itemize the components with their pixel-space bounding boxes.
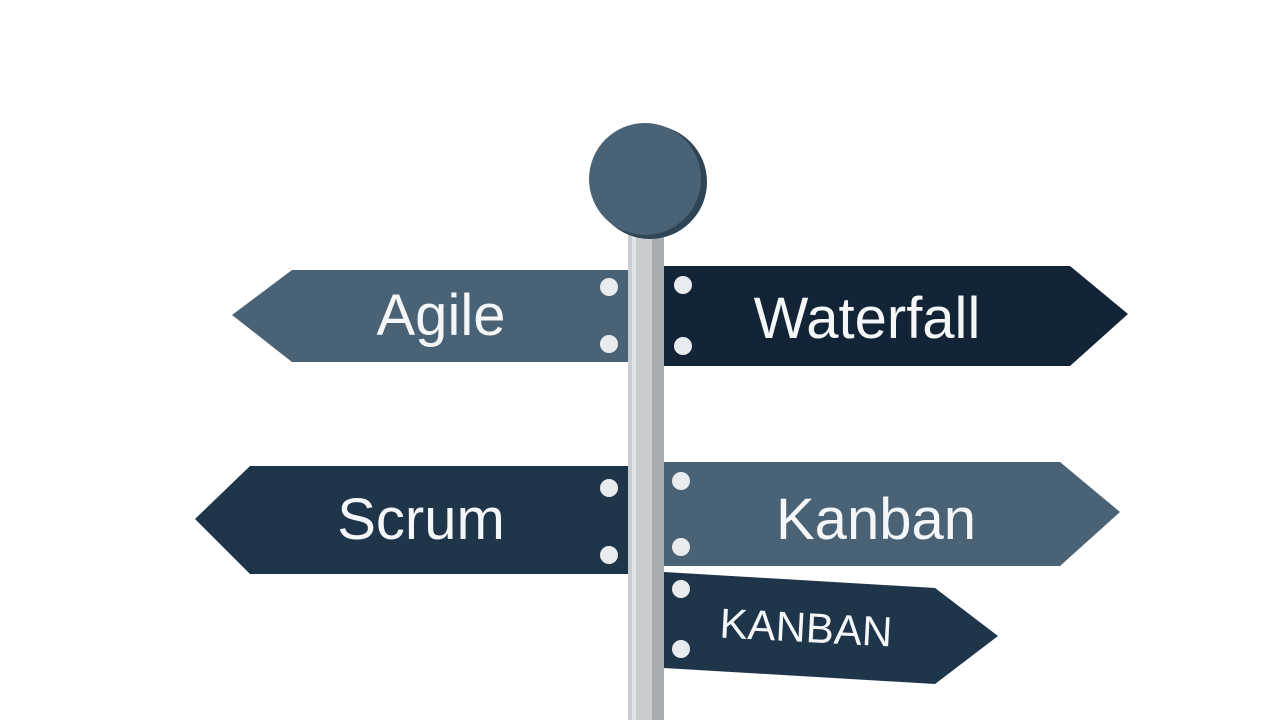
sign-scrum-board: [195, 466, 628, 574]
rivet-icon: [600, 278, 618, 296]
sign-waterfall-board: [664, 266, 1128, 366]
rivet-icon: [600, 546, 618, 564]
sign-kanban-caps-label: KANBAN: [719, 600, 894, 656]
sign-kanban: Kanban: [664, 462, 1120, 566]
sign-agile: Agile: [232, 270, 628, 362]
pole-shadow: [652, 228, 664, 720]
sign-kanban-board: [664, 462, 1120, 566]
sign-waterfall-label: Waterfall: [754, 286, 981, 351]
rivet-icon: [674, 276, 692, 294]
cap-face: [589, 123, 701, 235]
sign-kanban-label: Kanban: [776, 487, 976, 552]
rivet-icon: [672, 538, 690, 556]
rivet-icon: [600, 479, 618, 497]
sign-kanban-caps: KANBAN: [664, 572, 998, 684]
rivet-icon: [672, 472, 690, 490]
sign-agile-board: [232, 270, 628, 362]
rivet-icon: [600, 335, 618, 353]
sign-agile-label: Agile: [377, 283, 506, 348]
rivet-icon: [672, 640, 690, 658]
signpost-pole: [628, 228, 664, 720]
rivet-icon: [672, 580, 690, 598]
round-cap-icon: [589, 123, 707, 239]
sign-scrum-label: Scrum: [337, 487, 505, 552]
rivet-icon: [674, 337, 692, 355]
sign-kanban-caps-board: [664, 572, 998, 684]
pole-highlight: [632, 228, 636, 720]
sign-scrum: Scrum: [195, 466, 628, 574]
sign-waterfall: Waterfall: [664, 266, 1128, 366]
